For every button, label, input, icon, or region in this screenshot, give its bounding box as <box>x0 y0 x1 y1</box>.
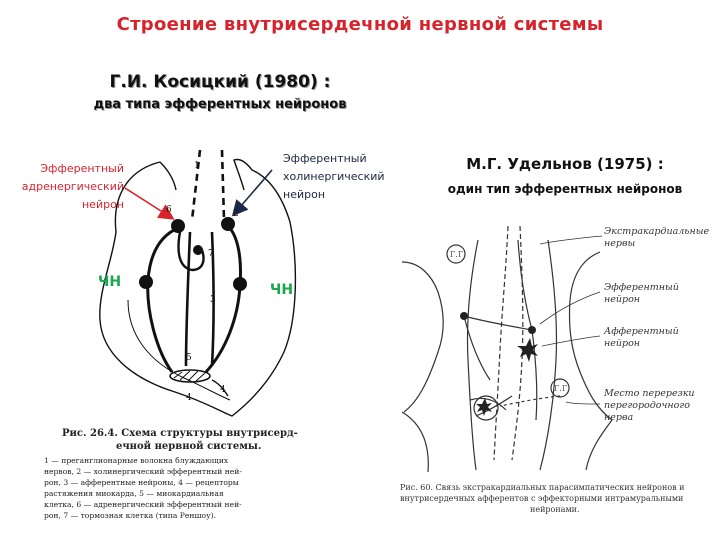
adrenergic-label-line: адренергический <box>21 180 124 193</box>
adrenergic-arrow <box>124 187 175 220</box>
ganglion-mark: Г.Г. <box>554 384 570 393</box>
renshaw-cell-body <box>193 245 203 255</box>
lower-star-cell <box>476 398 492 416</box>
caption-title: ечной нервной системы. <box>116 441 261 452</box>
chn-label-left: ЧН <box>98 274 122 290</box>
septal-cut-line <box>499 395 561 407</box>
chn-label-right: ЧН <box>270 282 294 298</box>
heart-outline <box>99 158 297 417</box>
annotation: Афферентный <box>603 326 679 337</box>
figure-number: 7 <box>208 249 214 259</box>
cholinergic-neuron-body <box>221 217 235 231</box>
pointer-line <box>539 291 601 325</box>
caption-line: внутрисердечных афферентов с эффекторным… <box>400 494 683 503</box>
cholinergic-label-line: холинергический <box>283 170 385 183</box>
septum-right <box>539 239 558 471</box>
caption-line: 1 — преганглионарные волокна блуждающих <box>44 456 229 465</box>
page-title: Строение внутрисердечной нервной системы <box>116 14 604 35</box>
adrenergic-label-line: нейрон <box>81 198 124 211</box>
caption-line: нервов, 2 — холинергический эфферентный … <box>44 467 242 476</box>
annotation: нейрон <box>604 338 640 349</box>
neuron-bodies <box>139 217 247 291</box>
extracardiac-nerve-2 <box>511 225 524 461</box>
pointer-line <box>565 401 601 405</box>
udelnov-scheme <box>401 225 613 473</box>
renshaw-loop <box>177 231 205 272</box>
annotation: перегородочного <box>604 400 690 411</box>
annotation: нервы <box>604 238 635 249</box>
adrenergic-neuron-label: Эфферентный адренергический нейрон <box>6 160 124 214</box>
myocardial-hatching <box>173 370 206 382</box>
annotation: Экстракардиальные <box>604 226 709 237</box>
afferent-pathway-2 <box>210 231 215 367</box>
figure-number: 4 <box>186 393 192 403</box>
afferent-fibre-2 <box>517 239 533 331</box>
ganglion-left <box>139 275 153 289</box>
myocardial-cell <box>169 369 211 383</box>
adrenergic-label-line: Эфферентный <box>40 162 124 175</box>
right-heading: М.Г. Удельнов (1975) : <box>466 155 664 173</box>
afferent-neuron-body <box>528 326 536 334</box>
stretch-receptor <box>211 379 229 397</box>
annotation: нерва <box>604 412 633 423</box>
heart-wall-left-2 <box>401 411 429 473</box>
annotation: нейрон <box>604 294 640 305</box>
septum-left <box>466 239 479 471</box>
left-caption: Рис. 26.4. Схема структуры внутрисерд- е… <box>44 428 298 520</box>
right-caption: Рис. 60. Связь экстракардиальных парасим… <box>400 483 685 514</box>
annotation: Место перерезки <box>603 388 695 399</box>
caption-title: Рис. 26.4. Схема структуры внутрисерд- <box>62 428 298 439</box>
caption-line: Рис. 60. Связь экстракардиальных парасим… <box>400 483 685 492</box>
efferent-fibre-2 <box>463 315 491 381</box>
caption-line: клетка, 6 — адренергический эфферентный … <box>44 500 242 509</box>
caption-line: рон, 7 — тормозная клетка (типа Реншоу). <box>44 511 216 520</box>
efferent-star-cell <box>517 338 538 362</box>
lower-network <box>469 395 513 417</box>
extracardiac-nerve <box>493 225 509 461</box>
ganglion-circle-upper <box>446 244 466 264</box>
figure-numbers: 6 2 7 5 4 4 1 3 <box>166 161 239 403</box>
adrenergic-neuron-body <box>171 219 185 233</box>
heart-wall-left <box>401 261 444 413</box>
figure-number: 1 <box>194 161 200 171</box>
ganglion-circle-lower <box>550 378 570 398</box>
pointer-line <box>541 335 601 347</box>
left-heading: Г.И. Косицкий (1980) : <box>109 72 331 92</box>
ganglion-mark: Г.Г. <box>450 250 466 259</box>
heart-wall-right-2 <box>585 419 613 471</box>
figure-number: 5 <box>186 353 192 363</box>
afferent-pathway-1 <box>184 231 192 367</box>
cholinergic-label-line: Эфферентный <box>283 152 367 165</box>
efferent-fibre <box>463 315 533 331</box>
adrenergic-pathway <box>146 226 179 373</box>
figure-number: 2 <box>233 209 239 219</box>
preganglionic-fibre-right <box>220 149 226 221</box>
left-subheading: два типа эфферентных нейронов <box>93 97 347 112</box>
udelnov-ganglion-marks: Г.Г. Г.Г. <box>450 250 570 393</box>
caption-line: растяжения миокарда, 5 — миокардиальная <box>44 489 224 498</box>
caption-line: нейронами. <box>530 505 580 514</box>
pointer-line <box>539 235 603 245</box>
cholinergic-neuron-label: Эфферентный холинергический нейрон <box>283 150 413 204</box>
figure-number: 3 <box>210 295 216 305</box>
cholinergic-arrow <box>231 169 273 217</box>
figure-number: 4 <box>220 385 226 395</box>
ganglion-circle-mid <box>473 395 499 421</box>
udelnov-neurons <box>460 312 538 416</box>
afferent-fibre <box>531 329 538 421</box>
caption-line: рон, 3 — афферентные нейроны, 4 — рецепт… <box>44 478 239 487</box>
efferent-neuron-body <box>460 312 468 320</box>
ganglion-right <box>233 277 247 291</box>
right-annotations: Экстракардиальные нервы Эфферентный нейр… <box>603 226 709 423</box>
cholinergic-label-line: нейрон <box>283 188 326 201</box>
right-subheading: один тип эфферентных нейронов <box>447 182 683 196</box>
annotation: Эфферентный <box>604 282 679 293</box>
figure-number: 6 <box>166 205 172 215</box>
heart-inner-outline <box>127 299 231 401</box>
heart-wall-right <box>568 251 613 421</box>
